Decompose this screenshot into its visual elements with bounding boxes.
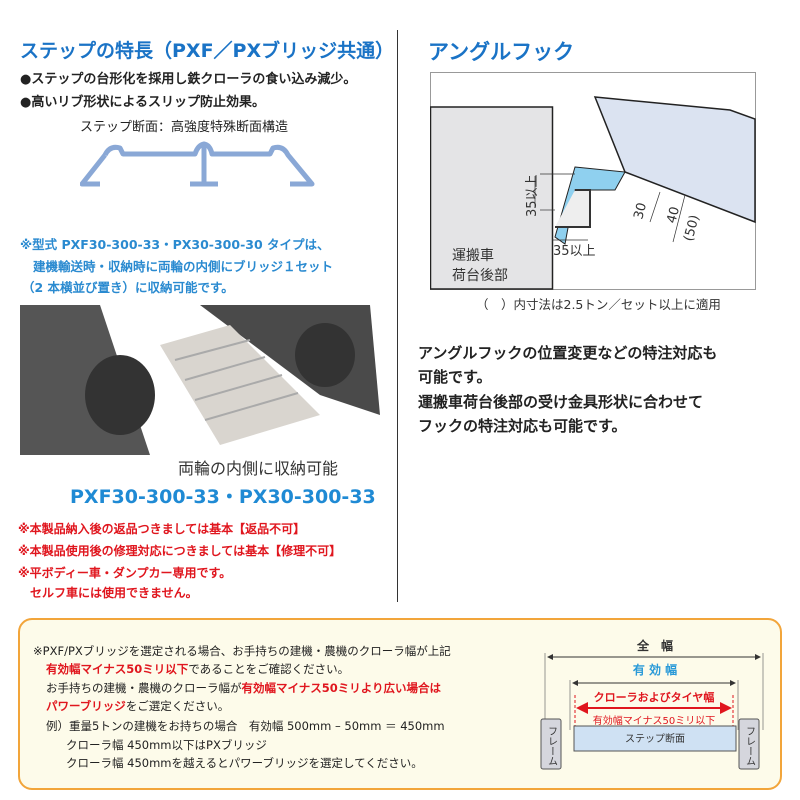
notice-line: お手持ちの建機・農機のクローラ幅が [46,681,242,695]
description-line: 運搬車荷台後部の受け金具形状に合わせて [418,393,704,411]
frame-label-left: フレーム [546,726,558,766]
step-cross-section-diagram [80,141,315,187]
feature-bullet: ●高いリブ形状によるスリップ防止効果。 [20,95,265,110]
frame-label-right: フレーム [744,726,756,766]
crawler-storage-photo [20,305,380,455]
description-line: 可能です。 [418,368,492,386]
description-line: アングルフックの位置変更などの特注対応も [418,344,718,362]
dim-vertical: 35以上 [525,174,540,217]
feature-bullet: ●ステップの台形化を採用し鉄クローラの食い込み減少。 [20,72,357,87]
notice-line: ※PXF/PXブリッジを選定される場合、お手持ちの建機・農機のクローラ幅が上記 [33,644,451,658]
note-line: 建機輸送時・収納時に両輪の内側にブリッジ１セット [33,259,334,274]
effective-width-label: 有 効 幅 [633,662,677,677]
minus50-label: 有効幅マイナス50ミリ以下 [593,714,716,727]
warning-truck-only: ※平ボディー車・ダンプカー専用です。 [18,566,232,580]
notice-highlight: パワーブリッジ [46,699,126,713]
photo-models: PXF30-300-33・PX30-300-33 [70,486,376,508]
photo-caption: 両輪の内側に収納可能 [178,459,339,478]
notice-line: であることをご確認ください。 [188,662,350,676]
note-line: （2 本横並び置き）に収納可能です。 [22,280,234,295]
column-divider [397,30,398,602]
dim-50: (50) [681,213,702,243]
dim-horizontal: 35以上 [553,244,596,259]
note-line: ※型式 PXF30-300-33・PX30-300-30 タイプは、 [20,237,330,252]
diagram-note: （ ）内寸法は2.5トン／セット以上に適用 [476,297,721,312]
warning-no-repair: ※本製品使用後の修理対応につきましては基本【修理不可】 [18,544,342,558]
step-label: ステップ断面 [625,732,685,745]
warning-no-return: ※本製品納入後の返品つきましては基本【返品不可】 [18,522,306,536]
full-width-label: 全 幅 [636,638,673,653]
warning-self-loader: セルフ車には使用できません。 [30,586,198,600]
notice-highlight: 有効幅マイナス50ミリより広い場合は [241,681,442,695]
angle-hook-title: アングルフック [428,40,575,64]
truck-label: 荷台後部 [452,268,508,284]
width-diagram: 全 幅 有 効 幅 クローラおよびタイヤ幅 有効幅マイナス50ミリ以下 ステップ… [540,638,764,770]
notice-line: をご選定ください。 [125,699,230,713]
notice-highlight: 有効幅マイナス50ミリ以下 [46,662,189,676]
example-line: クローラ幅 450mmを越えるとパワーブリッジを選定してください。 [66,756,423,770]
description-line: フックの特注対応も可能です。 [418,417,627,435]
angle-hook-diagram: 35以上 35以上 30 40 (50) 運搬車 荷台後部 [430,72,756,290]
example-line: クローラ幅 450mm以下はPXブリッジ [66,738,267,752]
truck-label: 運搬車 [452,247,494,264]
section-caption: ステップ断面：高強度特殊断面構造 [80,120,289,135]
features-title: ステップの特長（PXF／PXブリッジ共通） [20,40,395,62]
example-line: 例）重量5トンの建機をお持ちの場合 有効幅 500mm – 50mm ＝ 450… [46,719,445,733]
dim-30: 30 [631,201,650,221]
dim-40: 40 [664,205,683,225]
crawler-width-label: クローラおよびタイヤ幅 [594,690,715,704]
